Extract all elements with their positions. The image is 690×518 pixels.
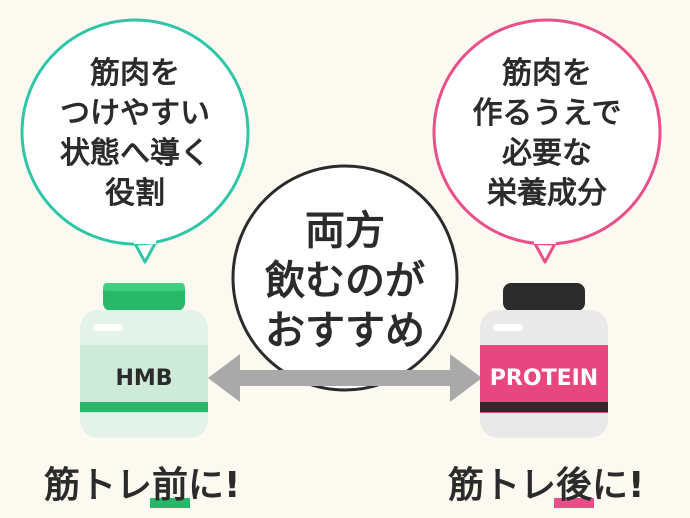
left-bubble-line: 役割 xyxy=(105,176,165,211)
double-arrow-icon xyxy=(208,354,482,402)
timing-emphasis: 後 xyxy=(554,456,595,508)
timing-suffix: に! xyxy=(188,465,241,506)
timing-prefix: 筋トレ xyxy=(448,465,557,506)
timing-emphasis-text: 後 xyxy=(556,465,593,506)
timing-emphasis: 前 xyxy=(150,456,191,508)
left-bubble-text: 筋肉を つけやすい 状態へ導く 役割 xyxy=(35,54,235,214)
left-speech-bubble xyxy=(20,18,250,264)
protein-bottle-icon xyxy=(480,283,608,438)
right-bubble-text: 筋肉を 作るうえで 必要な 栄養成分 xyxy=(447,54,647,214)
right-timing-caption: 筋トレ後に! xyxy=(448,456,644,508)
left-bubble-line: 筋肉を xyxy=(90,56,180,91)
left-bubble-line: 状態へ導く xyxy=(60,136,210,171)
left-bubble-line: つけやすい xyxy=(60,96,210,131)
center-bubble-line: 飲むのが xyxy=(265,258,425,304)
right-bubble-line: 筋肉を xyxy=(502,56,592,91)
timing-prefix: 筋トレ xyxy=(44,465,153,506)
right-bubble-line: 作るうえで xyxy=(472,96,622,131)
right-speech-bubble xyxy=(432,18,662,264)
center-bubble xyxy=(231,164,459,392)
timing-suffix: に! xyxy=(592,465,645,506)
center-bubble-line: おすすめ xyxy=(265,308,425,354)
hmb-label: HMB xyxy=(115,366,173,391)
right-bubble-line: 必要な xyxy=(502,136,592,171)
hmb-bottle-icon xyxy=(80,283,208,438)
center-bubble-text: 両方 飲むのが おすすめ xyxy=(255,206,435,356)
timing-emphasis-text: 前 xyxy=(152,465,189,506)
left-timing-caption: 筋トレ前に! xyxy=(44,456,240,508)
center-bubble-line: 両方 xyxy=(305,208,385,254)
right-bubble-line: 栄養成分 xyxy=(487,176,607,211)
protein-label: PROTEIN xyxy=(489,366,599,391)
